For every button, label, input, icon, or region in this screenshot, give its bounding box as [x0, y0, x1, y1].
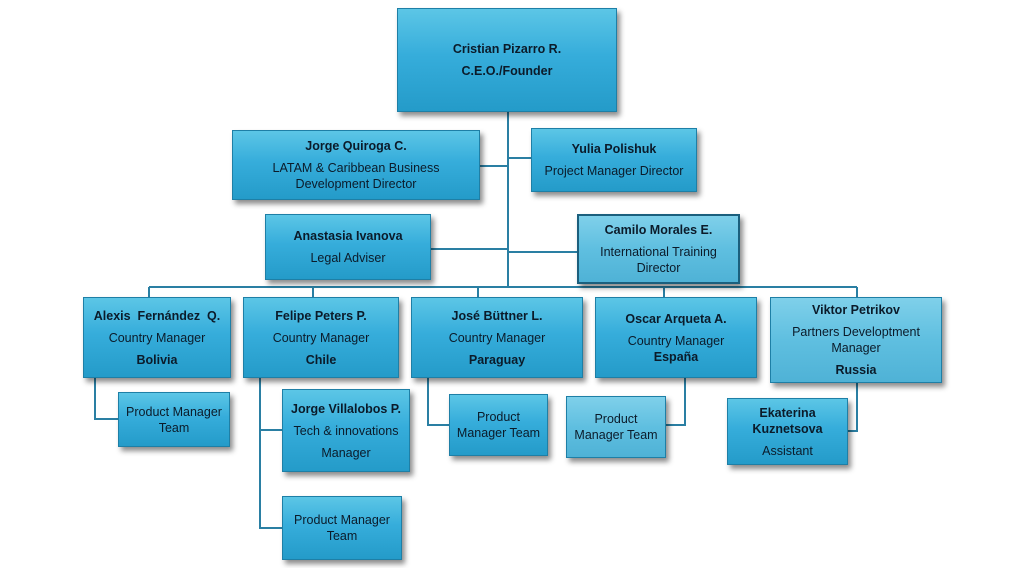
quiroga-name: Jorge Quiroga C.	[305, 139, 407, 153]
buttner-name: José Büttner L.	[451, 308, 543, 323]
arqueta-box: Oscar Arqueta A. Country Manager España	[595, 297, 757, 378]
pm-team-paraguay-line2: Manager Team	[456, 426, 541, 440]
polishuk-name: Yulia Polishuk	[571, 142, 657, 156]
pm-team-bolivia-line2: Team	[158, 420, 190, 435]
petrikov-name: Viktor Petrikov	[811, 303, 900, 317]
quiroga-title-line1: LATAM & Caribbean Business	[272, 161, 440, 175]
villalobos-name: Jorge Villalobos P.	[291, 401, 401, 416]
pm-team-chile-box: Product Manager Team	[282, 496, 402, 560]
morales-box: Camilo Morales E. International Training…	[577, 214, 740, 284]
ivanova-box: Anastasia Ivanova Legal Adviser	[265, 214, 431, 280]
ceo-title: C.E.O./Founder	[461, 64, 553, 78]
petrikov-box: Viktor Petrikov Partners Developtment Ma…	[770, 297, 942, 383]
buttner-box: José Büttner L. Country Manager Paraguay	[411, 297, 583, 378]
ceo-box: Cristian Pizarro R. C.E.O./Founder	[397, 8, 617, 112]
pm-team-paraguay-line1: Product	[476, 410, 521, 424]
pm-team-espana-line2: Manager Team	[574, 428, 658, 442]
polishuk-title: Project Manager Director	[544, 164, 684, 178]
pm-team-bolivia-line1: Product Manager	[126, 404, 222, 419]
arqueta-title: Country Manager	[627, 333, 725, 348]
villalobos-title-line2: Manager	[321, 445, 371, 460]
morales-title-line2: Director	[636, 261, 681, 275]
morales-name: Camilo Morales E.	[604, 223, 713, 237]
ivanova-name: Anastasia Ivanova	[293, 229, 403, 243]
peters-title: Country Manager	[272, 330, 370, 345]
kuznetsova-title: Assistant	[762, 443, 813, 458]
petrikov-title-line1: Partners Developtment	[792, 325, 920, 339]
fernandez-country: Bolivia	[136, 352, 178, 367]
fernandez-name: Alexis Fernández Q.	[93, 308, 221, 323]
pm-team-chile-line1: Product Manager	[294, 513, 390, 527]
pm-team-chile-line2: Team	[326, 529, 358, 543]
pm-team-espana-line1: Product	[594, 412, 638, 426]
kuznetsova-name-line2: Kuznetsova	[752, 421, 823, 436]
buttner-title: Country Manager	[448, 330, 546, 345]
kuznetsova-name-line1: Ekaterina	[759, 405, 816, 420]
kuznetsova-box: Ekaterina Kuznetsova Assistant	[727, 398, 848, 465]
ivanova-title: Legal Adviser	[310, 251, 386, 265]
buttner-country: Paraguay	[468, 352, 526, 367]
arqueta-country: España	[653, 349, 699, 364]
peters-country: Chile	[305, 352, 337, 367]
villalobos-title-line1: Tech & innovations	[293, 423, 399, 438]
polishuk-box: Yulia Polishuk Project Manager Director	[531, 128, 697, 192]
pm-team-espana-box: Product Manager Team	[566, 396, 666, 458]
ceo-name: Cristian Pizarro R.	[452, 42, 562, 56]
arqueta-name: Oscar Arqueta A.	[625, 311, 727, 326]
fernandez-box: Alexis Fernández Q. Country Manager Boli…	[83, 297, 231, 378]
fernandez-title: Country Manager	[108, 330, 206, 345]
petrikov-country: Russia	[835, 363, 877, 377]
peters-box: Felipe Peters P. Country Manager Chile	[243, 297, 399, 378]
peters-name: Felipe Peters P.	[275, 308, 367, 323]
quiroga-title-line2: Development Director	[295, 177, 417, 191]
villalobos-box: Jorge Villalobos P. Tech & innovations M…	[282, 389, 410, 472]
quiroga-box: Jorge Quiroga C. LATAM & Caribbean Busin…	[232, 130, 480, 200]
pm-team-paraguay-box: Product Manager Team	[449, 394, 548, 456]
petrikov-title-line2: Manager	[831, 341, 881, 355]
pm-team-bolivia-box: Product Manager Team	[118, 392, 230, 447]
morales-title-line1: International Training	[600, 245, 717, 259]
